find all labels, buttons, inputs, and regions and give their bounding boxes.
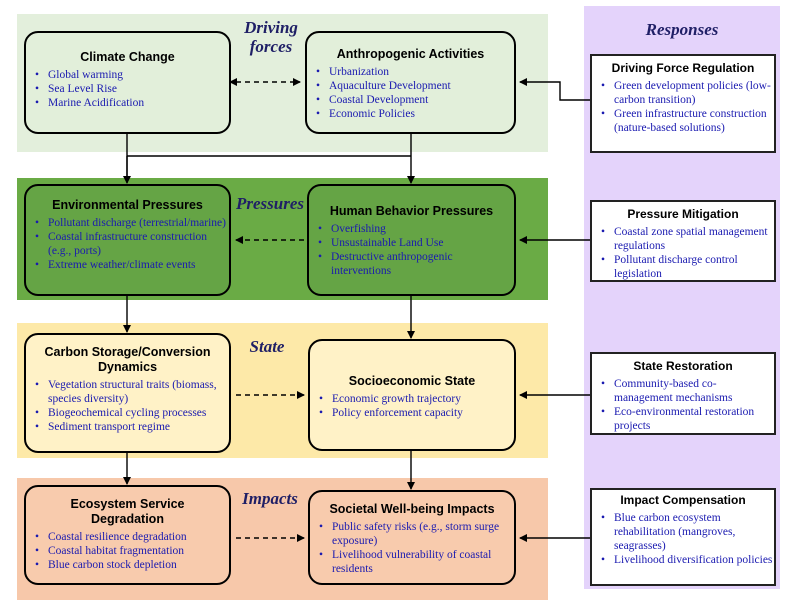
box-title: Driving Force Regulation xyxy=(611,61,755,75)
bullet-item: Policy enforcement capacity xyxy=(310,406,514,420)
ecosystem-service-degradation-box: Ecosystem Service Degradation Coastal re… xyxy=(24,485,231,585)
bullet-list: Green development policies (low-carbon t… xyxy=(592,79,774,135)
band-title-responses: Responses xyxy=(645,20,719,39)
band-title-state: State xyxy=(249,337,285,356)
bullet-list: Pollutant discharge (terrestrial/marine)… xyxy=(26,216,229,272)
bullet-item: Global warming xyxy=(26,68,229,82)
pressure-mitigation-box: Pressure Mitigation Coastal zone spatial… xyxy=(590,200,776,282)
bullet-item: Sediment transport regime xyxy=(26,420,229,434)
bullet-item: Pollutant discharge control legislation xyxy=(592,253,774,281)
bullet-item: Biogeochemical cycling processes xyxy=(26,406,229,420)
bullet-item: Overfishing xyxy=(309,222,514,236)
box-title: Environmental Pressures xyxy=(52,198,203,212)
bullet-item: Livelihood diversification policies xyxy=(592,553,774,567)
bullet-list: OverfishingUnsustainable Land UseDestruc… xyxy=(309,222,514,278)
box-title: Socioeconomic State xyxy=(348,374,476,388)
driving-force-regulation-box: Driving Force Regulation Green developme… xyxy=(590,54,776,153)
bullet-item: Economic Policies xyxy=(307,107,514,121)
bullet-list: Global warmingSea Level RiseMarine Acidi… xyxy=(26,68,229,110)
climate-change-box: Climate Change Global warmingSea Level R… xyxy=(24,31,231,134)
bullet-list: Vegetation structural traits (biomass, s… xyxy=(26,378,229,434)
bullet-item: Blue carbon stock depletion xyxy=(26,558,229,572)
band-title-impacts: Impacts xyxy=(242,489,298,508)
bullet-item: Green infrastructure construction (natur… xyxy=(592,107,774,135)
bullet-list: UrbanizationAquaculture DevelopmentCoast… xyxy=(307,65,514,121)
state-restoration-box: State Restoration Community-based co-man… xyxy=(590,352,776,435)
bullet-item: Livelihood vulnerability of coastal resi… xyxy=(310,548,514,576)
bullet-item: Coastal habitat fragmentation xyxy=(26,544,229,558)
bullet-list: Blue carbon ecosystem rehabilitation (ma… xyxy=(592,511,774,567)
bullet-item: Green development policies (low-carbon t… xyxy=(592,79,774,107)
bullet-item: Public safety risks (e.g., storm surge e… xyxy=(310,520,514,548)
bullet-list: Economic growth trajectoryPolicy enforce… xyxy=(310,392,514,420)
bullet-item: Extreme weather/climate events xyxy=(26,258,229,272)
bullet-list: Coastal zone spatial management regulati… xyxy=(592,225,774,281)
bullet-item: Destructive anthropogenic interventions xyxy=(309,250,514,278)
bullet-item: Unsustainable Land Use xyxy=(309,236,514,250)
environmental-pressures-box: Environmental Pressures Pollutant discha… xyxy=(24,184,231,296)
bullet-item: Sea Level Rise xyxy=(26,82,229,96)
bullet-item: Marine Acidification xyxy=(26,96,229,110)
box-title: Impact Compensation xyxy=(620,493,746,507)
socioeconomic-state-box: Socioeconomic State Economic growth traj… xyxy=(308,339,516,451)
bullet-item: Eco-environmental restoration projects xyxy=(592,405,774,433)
bullet-item: Coastal Development xyxy=(307,93,514,107)
bullet-item: Economic growth trajectory xyxy=(310,392,514,406)
bullet-list: Public safety risks (e.g., storm surge e… xyxy=(310,520,514,576)
bullet-item: Coastal zone spatial management regulati… xyxy=(592,225,774,253)
societal-wellbeing-impacts-box: Societal Well-being Impacts Public safet… xyxy=(308,490,516,585)
bullet-item: Blue carbon ecosystem rehabilitation (ma… xyxy=(592,511,774,553)
bullet-list: Coastal resilience degradationCoastal ha… xyxy=(26,530,229,572)
band-title-driving: Driving forces xyxy=(244,18,298,56)
impact-compensation-box: Impact Compensation Blue carbon ecosyste… xyxy=(590,488,776,586)
carbon-storage-box: Carbon Storage/Conversion Dynamics Veget… xyxy=(24,333,231,453)
human-behavior-pressures-box: Human Behavior Pressures OverfishingUnsu… xyxy=(307,184,516,296)
box-title: Anthropogenic Activities xyxy=(336,47,485,61)
box-title: Pressure Mitigation xyxy=(627,207,739,221)
box-title: Carbon Storage/Conversion Dynamics xyxy=(44,345,211,374)
anthropogenic-activities-box: Anthropogenic Activities UrbanizationAqu… xyxy=(305,31,516,134)
bullet-item: Pollutant discharge (terrestrial/marine) xyxy=(26,216,229,230)
bullet-item: Coastal infrastructure construction (e.g… xyxy=(26,230,229,258)
bullet-item: Community-based co-management mechanisms xyxy=(592,377,774,405)
box-title: Human Behavior Pressures xyxy=(329,204,494,218)
box-title: Climate Change xyxy=(80,50,175,64)
box-title: Ecosystem Service Degradation xyxy=(70,497,185,526)
bullet-list: Community-based co-management mechanisms… xyxy=(592,377,774,433)
box-title: State Restoration xyxy=(633,359,733,373)
bullet-item: Aquaculture Development xyxy=(307,79,514,93)
bullet-item: Coastal resilience degradation xyxy=(26,530,229,544)
band-title-pressures: Pressures xyxy=(235,194,304,213)
bullet-item: Vegetation structural traits (biomass, s… xyxy=(26,378,229,406)
bullet-item: Urbanization xyxy=(307,65,514,79)
box-title: Societal Well-being Impacts xyxy=(329,502,495,516)
